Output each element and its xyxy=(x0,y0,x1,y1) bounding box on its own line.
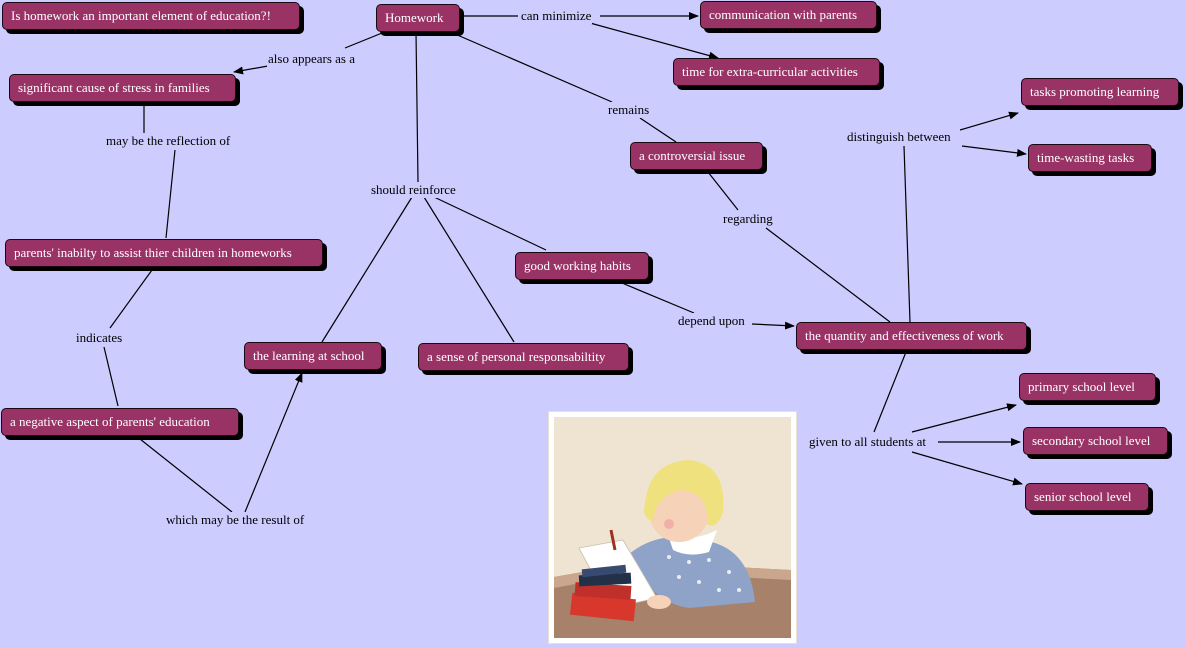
arrow-to-stress xyxy=(233,65,269,75)
node-responsibility[interactable]: a sense of personal responsabiltity xyxy=(418,343,629,371)
line-reinforce-learning xyxy=(321,196,413,343)
line-negative-result xyxy=(139,438,233,513)
node-tasks-learning[interactable]: tasks promoting learning xyxy=(1021,78,1179,106)
node-quantity[interactable]: the quantity and effectiveness of work xyxy=(796,322,1027,350)
node-controversial[interactable]: a controversial issue xyxy=(630,142,763,170)
arrow-to-extra-curricular xyxy=(589,22,719,60)
line-quantity-distinguish xyxy=(903,145,911,323)
node-extra-curricular[interactable]: time for extra-curricular activities xyxy=(673,58,880,86)
arrow-to-tasks-learning xyxy=(959,111,1019,131)
label-may-be-reflection: may be the reflection of xyxy=(105,133,232,149)
node-working-habits[interactable]: good working habits xyxy=(515,252,649,280)
node-secondary[interactable]: secondary school level xyxy=(1023,427,1168,455)
line-controversial-regarding xyxy=(707,171,739,211)
line-reflection-inability xyxy=(165,149,176,239)
label-distinguish-between: distinguish between xyxy=(846,129,952,145)
node-parents-inability[interactable]: parents' inabilty to assist thier childr… xyxy=(5,239,323,267)
line-homework-should-reinforce xyxy=(415,31,419,183)
label-regarding: regarding xyxy=(722,211,774,227)
line-inability-indicates xyxy=(109,269,153,329)
line-reinforce-responsibility xyxy=(423,196,515,343)
illustration-drawing xyxy=(554,417,791,638)
label-should-reinforce: should reinforce xyxy=(370,182,457,198)
label-remains: remains xyxy=(607,102,651,118)
line-indicates-negative xyxy=(103,346,119,407)
child-doing-homework-illustration xyxy=(548,411,797,644)
node-senior[interactable]: senior school level xyxy=(1025,483,1149,511)
node-homework[interactable]: Homework xyxy=(376,4,460,32)
arrow-depend-to-quantity xyxy=(751,321,795,330)
arrow-to-time-wasting xyxy=(961,145,1027,157)
label-depend-upon: depend upon xyxy=(677,313,746,329)
line-habits-depend xyxy=(621,282,695,314)
arrow-result-to-learning xyxy=(244,372,303,513)
arrow-to-senior xyxy=(911,451,1023,486)
node-learning-school[interactable]: the learning at school xyxy=(244,342,382,370)
node-negative-aspect[interactable]: a negative aspect of parents' education xyxy=(1,408,239,436)
label-can-minimize: can minimize xyxy=(520,8,593,24)
line-quantity-given xyxy=(873,351,907,433)
line-reinforce-habits xyxy=(433,196,547,251)
line-homework-remains xyxy=(454,33,613,103)
node-stress[interactable]: significant cause of stress in families xyxy=(9,74,236,102)
node-communication[interactable]: communication with parents xyxy=(700,1,877,29)
node-question[interactable]: Is homework an important element of educ… xyxy=(2,2,300,30)
label-indicates: indicates xyxy=(75,330,124,346)
label-result-of: which may be the result of xyxy=(165,512,306,528)
line-homework-also-appears xyxy=(344,32,383,49)
node-time-wasting[interactable]: time-wasting tasks xyxy=(1028,144,1152,172)
arrow-to-primary xyxy=(911,403,1017,433)
line-regarding-quantity xyxy=(765,227,891,323)
label-also-appears: also appears as a xyxy=(267,51,356,67)
node-primary[interactable]: primary school level xyxy=(1019,373,1156,401)
label-given-to-all: given to all students at xyxy=(808,434,927,450)
line-remains-controversial xyxy=(639,117,677,143)
